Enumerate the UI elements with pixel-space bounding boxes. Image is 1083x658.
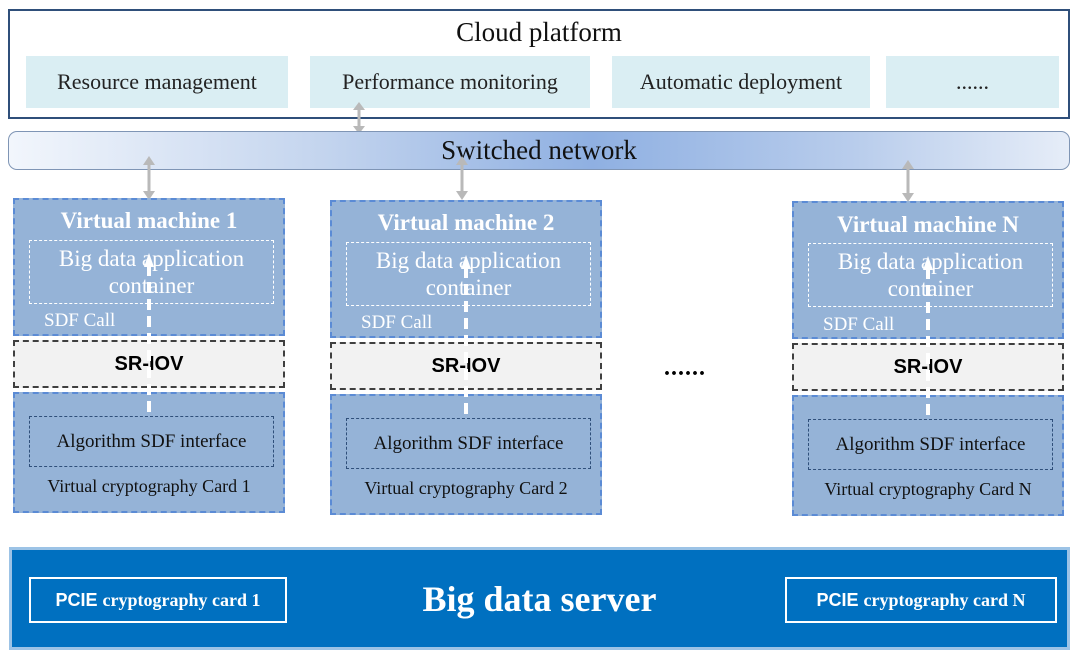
resource-management-box: Resource management [26,56,288,108]
switched-network-bar: Switched network [8,131,1070,170]
sdf-call-up-arrow-icon [144,253,154,418]
virtual-cryptography-card-1: Algorithm SDF interface Virtual cryptogr… [13,392,285,513]
virtual-card-label: Virtual cryptography Card 1 [47,476,251,496]
vm-title: Virtual machine 1 [60,208,238,233]
algorithm-sdf-interface: Algorithm SDF interface [346,418,591,469]
vm-title: Virtual machine N [837,212,1019,237]
pcie-cryptography-card-n: PCIE cryptography card N [785,577,1057,623]
cloud-platform-title: Cloud platform [456,17,622,47]
big-data-app-container: Big data application container [346,242,591,306]
pcie-prefix: PCIE [816,589,859,610]
network-vm2-arrow-icon [456,156,468,200]
sdf-call-up-arrow-icon [461,255,471,420]
virtual-card-label: Virtual cryptography Card N [824,479,1032,499]
algorithm-sdf-interface: Algorithm SDF interface [29,416,274,467]
network-vm1-arrow-icon [143,156,155,200]
performance-monitoring-box: Performance monitoring [310,56,590,108]
cloud-platform: Cloud platform Resource management Perfo… [8,9,1070,119]
more-vms-ellipsis: ...... [664,355,706,381]
sdf-call-up-arrow-icon [923,256,933,421]
big-data-server: Big data server PCIE cryptography card 1… [9,547,1070,650]
virtual-cryptography-card-2: Algorithm SDF interface Virtual cryptogr… [330,394,602,515]
sr-iov-box: SR-IOV [330,342,602,390]
network-vmn-arrow-icon [902,160,914,202]
pcie-suffix: cryptography card N [863,589,1026,610]
more-services-box: ...... [886,56,1059,108]
big-data-app-container: Big data application container [808,243,1053,307]
virtual-machine-n: Virtual machine N Big data application c… [792,201,1064,339]
pcie-suffix: cryptography card 1 [102,589,261,610]
cloud-network-arrow-icon [353,102,365,134]
sr-iov-box: SR-IOV [13,340,285,388]
sdf-call-label: SDF Call [44,310,116,331]
algorithm-sdf-interface: Algorithm SDF interface [808,419,1053,470]
pcie-prefix: PCIE [55,589,98,610]
big-data-server-title: Big data server [422,579,657,619]
sdf-call-label: SDF Call [823,314,895,335]
virtual-card-label: Virtual cryptography Card 2 [364,478,568,498]
vm-title: Virtual machine 2 [377,210,555,235]
sdf-call-label: SDF Call [361,312,433,333]
automatic-deployment-box: Automatic deployment [612,56,870,108]
pcie-cryptography-card-1: PCIE cryptography card 1 [29,577,287,623]
virtual-machine-1: Virtual machine 1 Big data application c… [13,198,285,336]
